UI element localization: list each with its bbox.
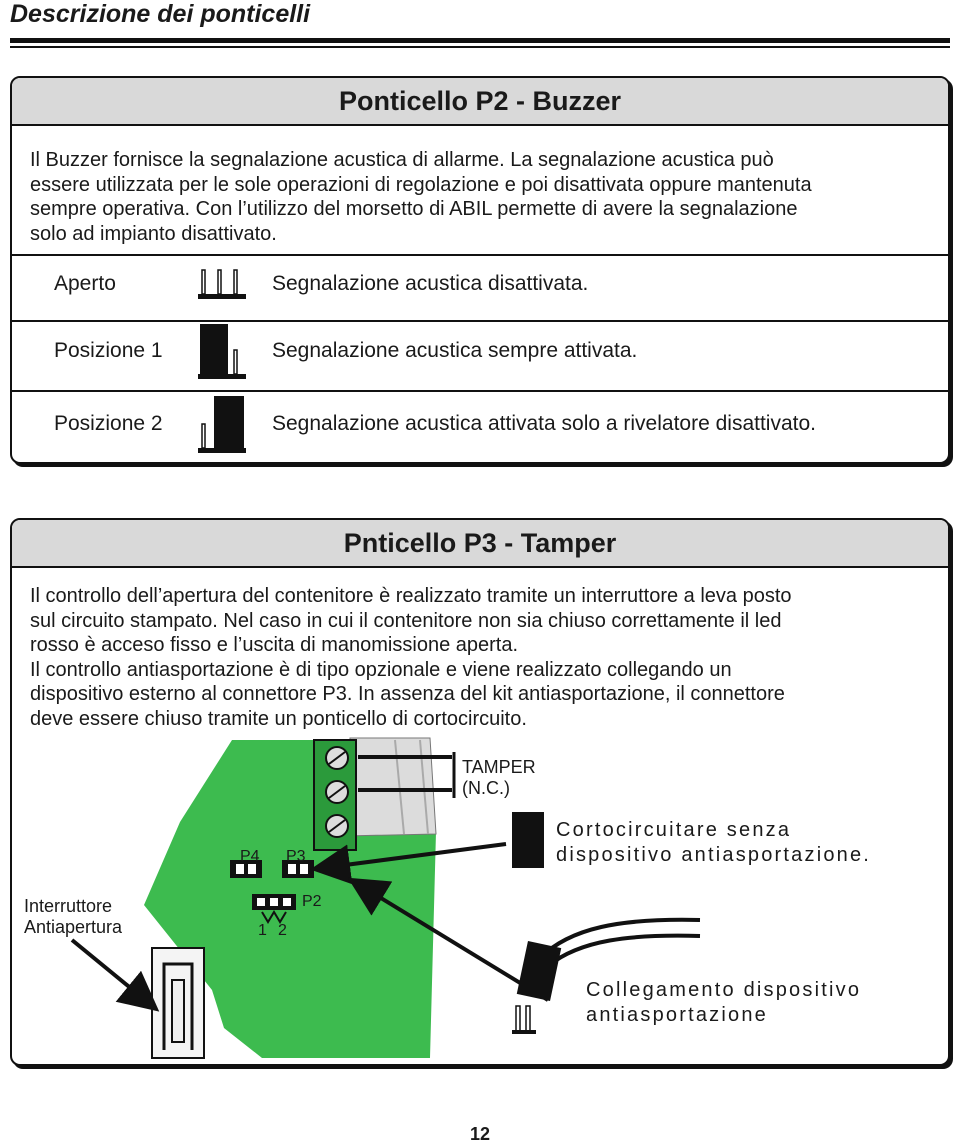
tamper-switch-label: Interruttore Antiapertura xyxy=(24,896,122,938)
enclosure-housing xyxy=(343,737,437,837)
p3-description: Il controllo dell’apertura del contenito… xyxy=(30,584,936,731)
device-connection-label-line: Collegamento dispositivo xyxy=(586,979,862,1001)
device-connection-label: Collegamento dispositivo antiasportazion… xyxy=(586,978,861,1028)
terminal-block xyxy=(313,739,357,851)
p2-description-line: solo ad impianto disattivato. xyxy=(30,222,277,245)
short-circuit-label-line: Cortocircuitare senza xyxy=(556,819,792,841)
p3-description-line: dispositivo esterno al connettore P3. In… xyxy=(30,683,785,705)
tamper-label-line: TAMPER xyxy=(462,757,536,777)
header-rule xyxy=(10,38,950,43)
p3-description-line: sul circuito stampato. Nel caso in cui i… xyxy=(30,609,782,632)
p2-connector-label: P2 xyxy=(302,893,322,910)
p2-section: Ponticello P2 - Buzzer Il Buzzer fornisc… xyxy=(10,76,950,464)
p2-description-line: Il Buzzer fornisce la segnalazione acust… xyxy=(30,149,774,171)
header-rule-thin xyxy=(10,46,950,48)
tamper-switch-label-line: Antiapertura xyxy=(24,917,123,937)
tamper-label-line: (N.C.) xyxy=(462,778,510,798)
short-circuit-label-line: dispositivo antiasportazione. xyxy=(556,844,872,866)
jumper-position-label: Posizione 1 xyxy=(54,339,163,362)
p2-section-title: Ponticello P2 - Buzzer xyxy=(12,78,948,126)
device-connector xyxy=(516,941,562,1001)
jumper-position-2-icon xyxy=(198,396,246,453)
shorting-jumper xyxy=(512,812,544,868)
p3-description-line: deve essere chiuso tramite un ponticello… xyxy=(30,707,527,730)
page-number: 12 xyxy=(469,1124,491,1144)
p4-connector-label: P4 xyxy=(240,848,260,865)
row-divider xyxy=(12,320,948,322)
p3-description-line: rosso è acceso fisso e l’uscita di manom… xyxy=(30,634,519,656)
row-divider xyxy=(12,390,948,392)
p2-description: Il Buzzer fornisce la segnalazione acust… xyxy=(30,148,936,246)
pin-1-label: 1 xyxy=(258,922,267,939)
p3-description-line: Il controllo antiasportazione è di tipo … xyxy=(30,658,732,681)
tamper-label: TAMPER (N.C.) xyxy=(462,757,536,799)
jumper-open-icon xyxy=(198,269,246,299)
tamper-switch-label-line: Interruttore xyxy=(24,896,113,916)
page-title: Descrizione dei ponticelli xyxy=(10,0,311,28)
p2-description-line: essere utilizzata per le sole operazioni… xyxy=(30,173,812,196)
p3-section-title: Pnticello P3 - Tamper xyxy=(12,520,948,568)
jumper-position-label: Posizione 2 xyxy=(54,412,163,435)
row-divider xyxy=(12,254,948,256)
device-connection-label-line: antiasportazione xyxy=(586,1004,768,1026)
jumper-position-description: Segnalazione acustica attivata solo a ri… xyxy=(272,412,816,435)
p3-connector-label: P3 xyxy=(286,848,306,865)
jumper-position-1-icon xyxy=(198,324,246,379)
p3-description-line: Il controllo dell’apertura del contenito… xyxy=(30,585,792,607)
jumper-position-label: Aperto xyxy=(54,272,116,295)
pin-2-label: 2 xyxy=(278,922,287,939)
p2-description-line: sempre operativa. Con l’utilizzo del mor… xyxy=(30,198,798,220)
short-circuit-label: Cortocircuitare senza dispositivo antias… xyxy=(556,818,871,868)
jumper-position-description: Segnalazione acustica sempre attivata. xyxy=(272,339,638,362)
jumper-position-description: Segnalazione acustica disattivata. xyxy=(272,272,589,295)
